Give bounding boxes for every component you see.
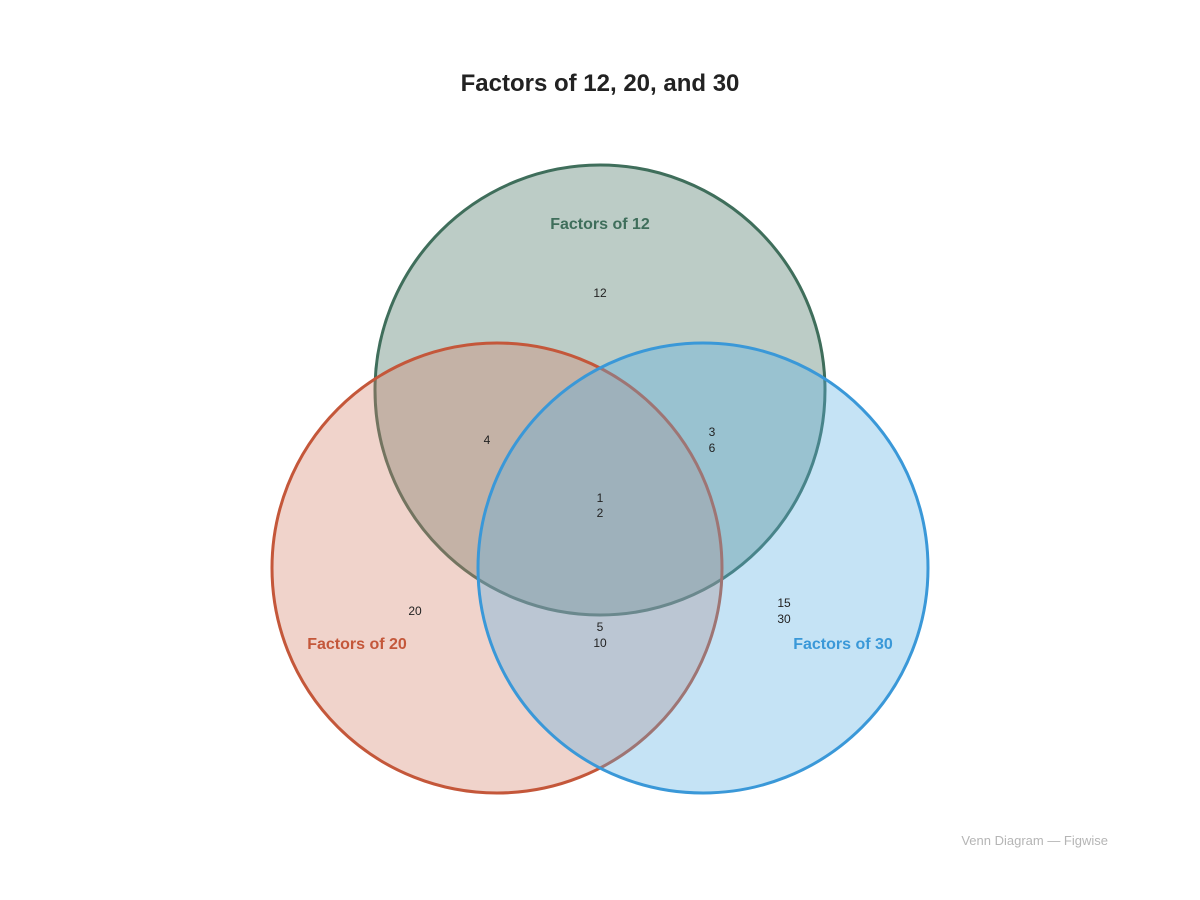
set-label-factors-of-12: Factors of 12	[550, 216, 650, 233]
region-ac-item: 3	[709, 425, 716, 439]
set-label-factors-of-30: Factors of 30	[793, 636, 893, 653]
region-c-only-item: 15	[777, 596, 791, 610]
region-bc-item: 5	[597, 620, 604, 634]
circle-factors-of-30	[476, 341, 930, 795]
region-ac-item: 6	[709, 441, 716, 455]
region-bc-item: 10	[593, 636, 607, 650]
circle-factors-of-20	[270, 341, 724, 795]
region-ab-item: 4	[484, 433, 491, 447]
region-a-only-item: 12	[593, 286, 607, 300]
region-abc-item: 2	[597, 506, 604, 520]
diagram-title: Factors of 12, 20, and 30	[460, 70, 740, 97]
region-b-only-item: 20	[408, 604, 422, 618]
region-abc-item: 1	[597, 491, 604, 505]
set-label-factors-of-20: Factors of 20	[307, 636, 407, 653]
footer-credit: Venn Diagram — Figwise	[961, 833, 1108, 848]
region-c-only-item: 30	[777, 612, 791, 626]
